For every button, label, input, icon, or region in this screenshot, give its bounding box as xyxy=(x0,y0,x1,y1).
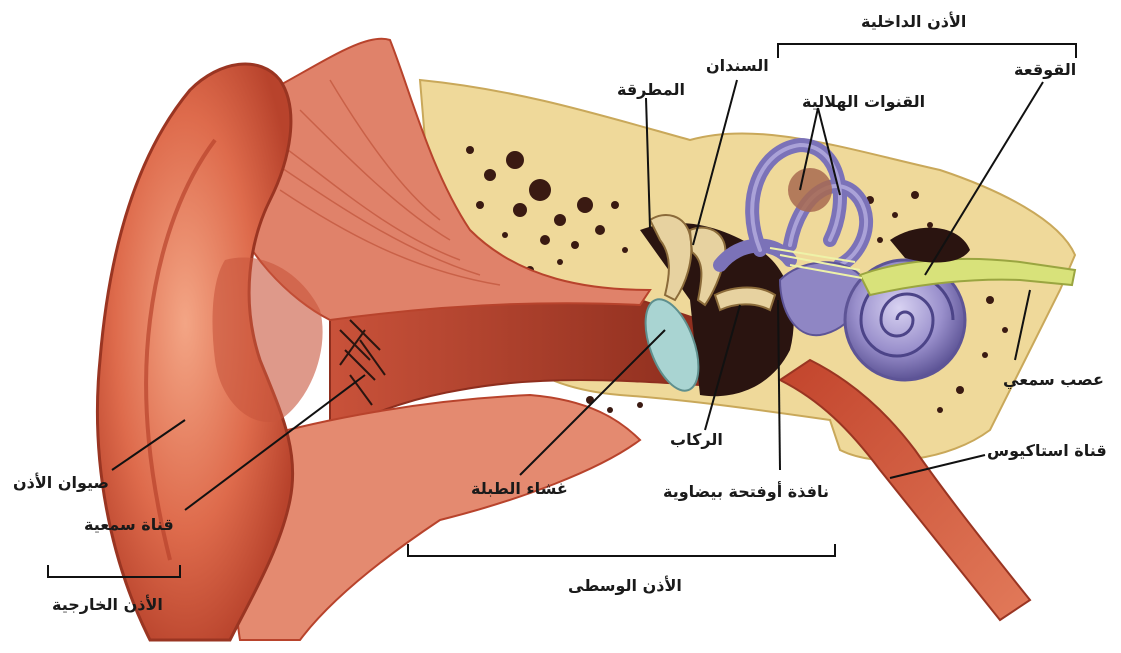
label-eustachian-tube: قناة استاكيوس xyxy=(987,443,1107,459)
label-eardrum: غشاء الطبلة xyxy=(471,481,568,497)
bracket-middle-ear xyxy=(408,544,835,556)
label-malleus: المطرقة xyxy=(617,82,685,98)
lower-tissue xyxy=(235,395,640,640)
label-inner-ear: الأذن الداخلية xyxy=(861,14,966,30)
label-cochlea: القوقعة xyxy=(1014,62,1076,78)
label-oval-window: نافذة أوفتحة بيضاوية xyxy=(663,484,829,500)
bracket-inner-ear xyxy=(778,44,1076,58)
label-pinna: صيوان الأذن xyxy=(13,475,109,491)
label-auditory-nerve: عصب سمعي xyxy=(1003,372,1104,388)
label-outer-ear: الأذن الخارجية xyxy=(52,597,163,613)
label-incus: السندان xyxy=(706,58,769,74)
label-ear-canal: قناة سمعية xyxy=(84,517,174,533)
label-stapes: الركاب xyxy=(670,432,723,448)
label-middle-ear: الأذن الوسطى xyxy=(568,578,682,594)
vestibule xyxy=(788,168,832,212)
label-semicircular-canals: القنوات الهلالية xyxy=(802,94,925,110)
